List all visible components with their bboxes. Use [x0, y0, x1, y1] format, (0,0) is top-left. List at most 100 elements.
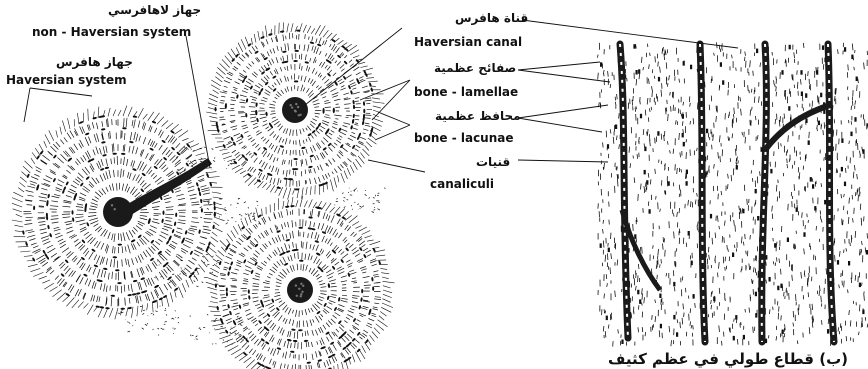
lacuna [682, 133, 684, 138]
leader-lamellae-right [518, 62, 610, 82]
lacuna [844, 47, 846, 52]
lacuna [649, 209, 651, 214]
interstitial-lamellae [118, 306, 179, 336]
lacuna [637, 290, 639, 295]
lacuna [788, 106, 790, 111]
lacuna [706, 129, 708, 134]
lacuna [644, 147, 646, 152]
lacuna [814, 206, 816, 211]
leader-haversian-canal [305, 28, 402, 105]
lacuna [800, 70, 802, 75]
lacuna [770, 169, 772, 174]
lacuna [660, 324, 662, 329]
haversian-system-label-en: Haversian system [6, 74, 127, 86]
lacuna [755, 189, 757, 194]
lacuna [686, 181, 688, 186]
interstitial-lamellae [200, 198, 260, 224]
lacuna [856, 77, 858, 82]
volkmann-canal-longitudinal [765, 105, 830, 150]
lacuna [850, 132, 852, 137]
lacuna [848, 261, 850, 266]
lacuna [732, 253, 734, 258]
lacuna [774, 243, 776, 248]
lacuna [841, 167, 843, 172]
canaliculi-label-en: canaliculi [430, 178, 494, 190]
lacuna [742, 209, 744, 214]
lacuna [844, 182, 846, 187]
lacuna [691, 261, 693, 266]
lacuna [812, 184, 814, 189]
lacuna [633, 44, 635, 49]
haversian-canal [287, 277, 313, 303]
lacuna [757, 216, 759, 221]
lacuna [816, 70, 818, 75]
lacunae-label-en: bone - lacunae [414, 132, 514, 144]
lacuna [756, 49, 758, 54]
lamellae-label-en: bone - lamellae [414, 86, 518, 98]
volkmann-canal [110, 158, 212, 225]
lacuna [673, 315, 675, 320]
haversian-canal-label-en: Haversian canal [414, 36, 522, 48]
lacuna [668, 181, 670, 186]
lacuna [607, 144, 609, 149]
lacuna [600, 243, 602, 248]
lacuna [722, 80, 724, 85]
haversian-canal-label-ar: قناة هافرس [455, 12, 528, 24]
lacuna [710, 214, 712, 219]
lacuna [608, 248, 610, 253]
lacuna [683, 142, 685, 147]
lacuna [862, 310, 864, 315]
lamellae-label-ar: صفائح عظمية [434, 62, 516, 74]
lacuna [621, 340, 623, 345]
leader-non-haversian [186, 36, 210, 168]
lacuna [820, 93, 822, 98]
lacuna [789, 45, 791, 50]
lacuna [822, 45, 824, 50]
lacuna [644, 170, 646, 175]
lacuna [769, 277, 771, 282]
figure-caption: (ب) قطاع طولي في عظم كثيف [608, 350, 848, 368]
haversian-canals [103, 97, 313, 303]
lacuna [818, 121, 820, 126]
lacuna [676, 332, 678, 337]
lacuna [851, 55, 853, 60]
lacuna [600, 62, 602, 67]
lacuna [606, 316, 608, 321]
haversian-canal-longitudinal [620, 44, 628, 338]
haversian-system-label-ar: جهاز هافرس [56, 56, 133, 68]
lacuna [781, 70, 783, 75]
lacuna [755, 313, 757, 318]
leader-lacunae-right [518, 105, 608, 132]
lacuna [682, 114, 684, 119]
lacuna [859, 283, 861, 288]
lacuna [862, 149, 864, 154]
lacuna [735, 315, 737, 320]
lacuna [683, 61, 685, 66]
lacuna [780, 284, 782, 289]
lacuna [782, 330, 784, 335]
lacuna [693, 294, 695, 299]
lacuna [755, 292, 757, 297]
interstitial-lamellae [335, 188, 386, 213]
non-haversian-label-ar: جهاز لاهافرسي [108, 4, 201, 16]
leader-canaliculi-left [368, 160, 425, 172]
lacuna [615, 125, 617, 130]
lacuna [713, 297, 715, 302]
lacuna [639, 299, 641, 304]
lacuna [787, 238, 789, 243]
lacuna [638, 69, 640, 74]
lacuna [733, 336, 735, 341]
lacuna [803, 232, 805, 237]
lacuna [808, 140, 810, 145]
lacuna [686, 170, 688, 175]
lacuna [688, 231, 690, 236]
lacuna [841, 138, 843, 143]
lacuna [657, 131, 659, 136]
lacuna [805, 119, 807, 124]
longitudinal-section [597, 42, 868, 346]
leader-haversian-canal-right [522, 20, 738, 48]
lacuna [659, 294, 661, 299]
lacuna [777, 286, 779, 291]
leader-canaliculi-right [518, 160, 608, 162]
lacuna [640, 114, 642, 119]
